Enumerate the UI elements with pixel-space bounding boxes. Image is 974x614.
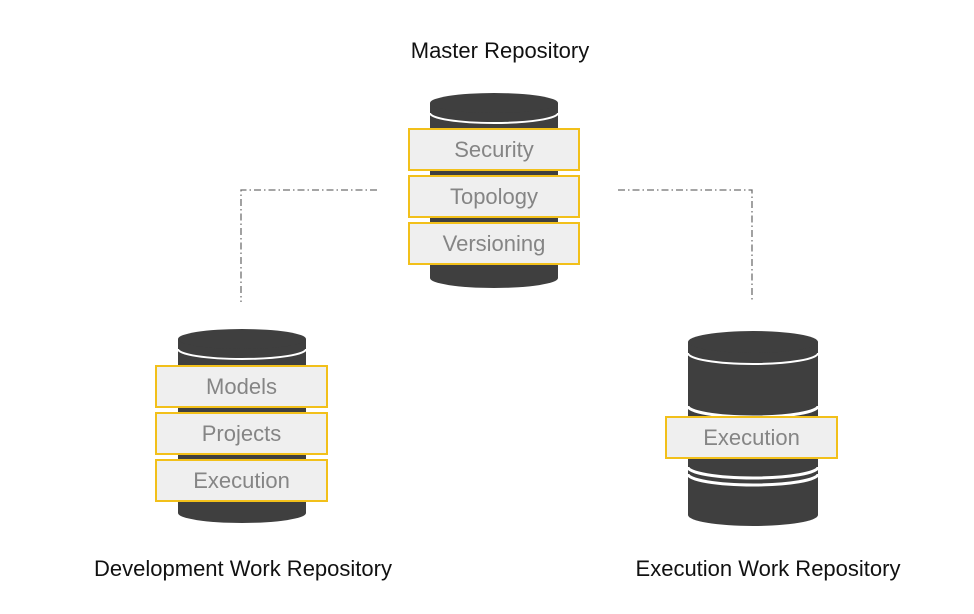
execution-item-execution: Execution [665,416,838,459]
connector-master-to-execution [618,189,753,302]
development-item-execution: Execution [155,459,328,502]
master-item-topology: Topology [408,175,580,218]
master-item-versioning: Versioning [408,222,580,265]
master-repository-title: Master Repository [410,38,590,63]
execution-repository-title: Execution Work Repository [635,556,901,581]
master-item-security: Security [408,128,580,171]
development-repository-title: Development Work Repository [94,556,392,581]
development-item-projects: Projects [155,412,328,455]
connector-master-to-development [240,189,377,302]
development-item-models: Models [155,365,328,408]
